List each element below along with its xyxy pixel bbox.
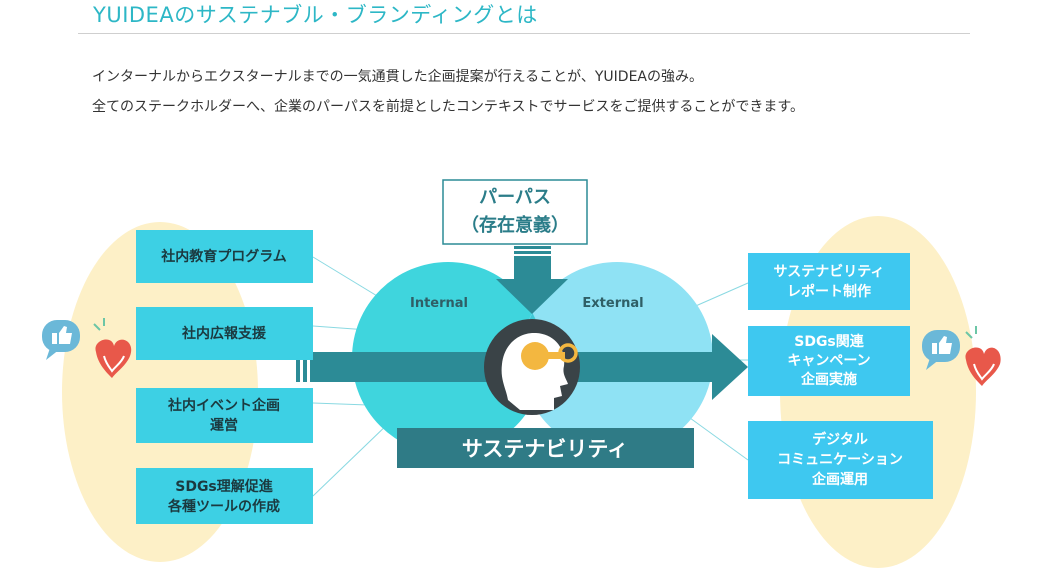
svg-text:各種ツールの作成: 各種ツールの作成 — [167, 498, 280, 515]
left-reaction-icons — [42, 318, 132, 378]
heart-icon — [95, 339, 132, 378]
sustainability-banner — [397, 428, 694, 468]
svg-text:コミュニケーション: コミュニケーション — [777, 452, 903, 468]
heart-icon — [965, 347, 1001, 386]
svg-text:キャンペーン: キャンペーン — [787, 353, 870, 369]
svg-text:サステナビリティ: サステナビリティ — [774, 264, 885, 280]
sustainability-banner-label: サステナビリティ — [462, 437, 628, 461]
external-item-3: デジタル コミュニケーション 企画運用 — [748, 421, 933, 499]
purpose-down-arrow — [496, 246, 568, 314]
external-item-1: サステナビリティ レポート制作 — [748, 253, 910, 310]
internal-item-4: SDGs理解促進 各種ツールの作成 — [136, 468, 313, 524]
right-reaction-icons — [922, 326, 1001, 386]
title-divider — [78, 33, 970, 34]
purpose-subtitle: （存在意義） — [461, 214, 569, 236]
svg-text:企画実施: 企画実施 — [800, 371, 857, 388]
svg-text:企画運用: 企画運用 — [811, 471, 868, 488]
head-key-icon — [484, 319, 580, 415]
sparkle-icon — [93, 318, 105, 331]
internal-item-3: 社内イベント企画 運営 — [136, 388, 313, 443]
svg-text:社内イベント企画: 社内イベント企画 — [167, 397, 280, 414]
purpose-title: パーパス — [479, 187, 551, 208]
external-item-2: SDGs関連 キャンペーン 企画実施 — [748, 326, 910, 396]
intro-line-2: 全てのステークホルダーへ、企業のパーパスを前提としたコンテキストでサービスをご提… — [92, 99, 805, 115]
page-title: YUIDEAのサステナブル・ブランディングとは — [93, 3, 538, 27]
purpose-box — [442, 179, 588, 245]
internal-item-2: 社内広報支援 — [136, 307, 313, 360]
thumbs-up-icon — [922, 330, 960, 370]
thumbs-up-icon — [42, 320, 80, 360]
internal-label: Internal — [410, 296, 468, 311]
external-label: External — [582, 296, 643, 311]
svg-text:レポート制作: レポート制作 — [787, 283, 871, 300]
svg-text:SDGs理解促進: SDGs理解促進 — [175, 478, 273, 495]
svg-text:社内教育プログラム: 社内教育プログラム — [160, 248, 287, 265]
svg-text:SDGs関連: SDGs関連 — [794, 333, 865, 350]
internal-item-1: 社内教育プログラム — [136, 230, 313, 283]
svg-text:運営: 運営 — [210, 417, 238, 434]
sparkle-icon — [965, 326, 977, 339]
svg-text:社内広報支援: 社内広報支援 — [181, 325, 267, 342]
svg-text:デジタル: デジタル — [812, 431, 868, 448]
intro-line-1: インターナルからエクスターナルまでの一気通貫した企画提案が行えることが、YUID… — [92, 69, 704, 85]
